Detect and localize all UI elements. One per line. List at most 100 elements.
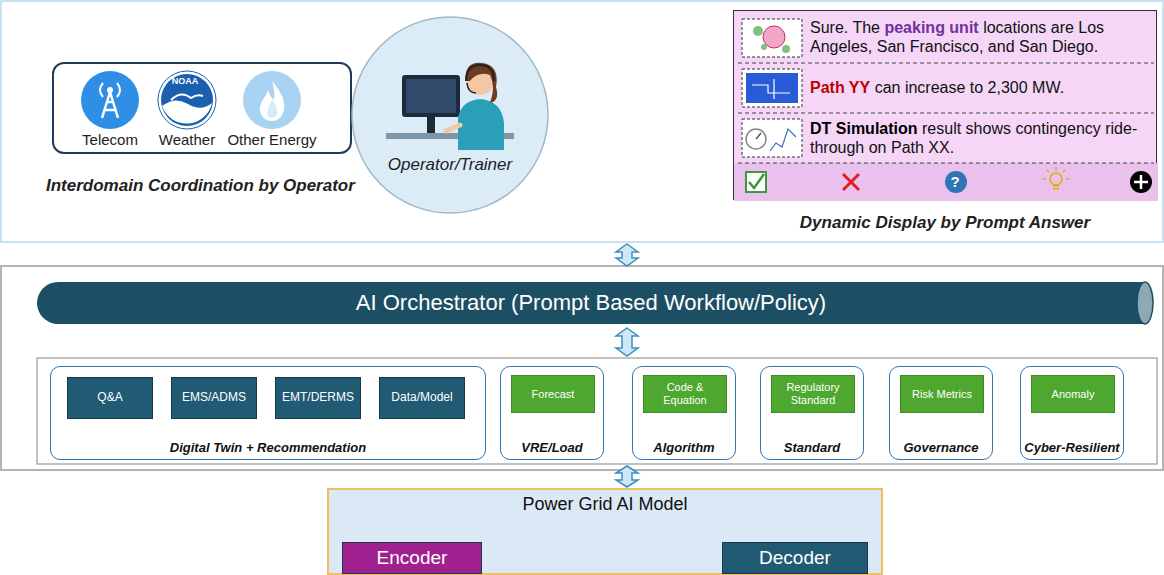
node-text: Digital Twin + Recommendation: [45, 440, 491, 455]
flame-symbol: [260, 81, 284, 121]
headset-mic: [467, 83, 476, 93]
node-text: Algorithm: [627, 440, 741, 455]
map-blob: [753, 26, 763, 36]
node-text: Data/Model: [391, 391, 452, 405]
double-arrow: [616, 328, 638, 356]
node-text: Governance: [884, 440, 998, 455]
icon-disc: [81, 71, 139, 129]
group-box: VRE/LoadForecast: [500, 366, 604, 460]
thumbnail: [742, 69, 802, 107]
function-box: Code & Equation: [643, 375, 727, 413]
decoder-box: Decoder: [722, 542, 868, 574]
map-blob: [782, 45, 790, 53]
operator-circle: Operator/Trainer: [350, 15, 550, 215]
node-text: Decoder: [759, 547, 831, 569]
map-region: [763, 26, 785, 48]
group-box: StandardRegulatory Standard: [760, 366, 864, 460]
node-text: Standard: [755, 440, 869, 455]
function-box: Regulatory Standard: [771, 375, 855, 413]
reject-icon: [843, 174, 859, 190]
person-body: [458, 99, 504, 150]
module-panel: [37, 358, 1157, 464]
idea-rays: [1043, 167, 1069, 189]
row-divider: [738, 163, 1154, 164]
antenna-dot: [107, 87, 113, 93]
headset: [466, 65, 494, 81]
node-text: Anomaly: [1052, 388, 1095, 401]
node-text: VRE/Load: [495, 440, 609, 455]
logo-text: NOAA: [172, 76, 199, 86]
node-text: Other Energy: [227, 131, 316, 148]
node-text: Weather: [159, 131, 215, 148]
help-icon-text: ?: [950, 173, 959, 190]
node-text: Q&A: [97, 391, 122, 405]
node-text: Cyber-Resilient: [1015, 440, 1129, 455]
signal-arcs: [100, 83, 120, 97]
group-box: Cyber-ResilientAnomaly: [1020, 366, 1124, 460]
add-icon: [1130, 171, 1152, 193]
node-text: Power Grid AI Model: [329, 494, 881, 515]
icon-disc: [243, 71, 301, 129]
node-art: [80, 70, 140, 130]
node-text: Regulatory Standard: [776, 381, 850, 406]
logo-disc: [161, 74, 213, 126]
model-box: Power Grid AI ModelEncoderDecoder: [327, 488, 883, 575]
node-text: Interdomain Coordination by Operator: [46, 176, 355, 196]
icon-group-box: Interdomain Coordination by OperatorTele…: [52, 62, 352, 154]
row-divider: [738, 63, 1154, 64]
orchestrator-bar: AI Orchestrator (Prompt Based Workflow/P…: [37, 282, 1145, 324]
top-panel: [1, 1, 1163, 242]
circle-ground: [352, 17, 548, 213]
tower-symbol: [102, 92, 118, 118]
help-icon: [945, 171, 967, 193]
accept-icon: [746, 172, 766, 192]
node-text: Forecast: [532, 388, 575, 401]
path-lines: [752, 79, 790, 99]
answer-row: Path YYcan increase to 2,300 MW.: [810, 63, 1150, 113]
plus-mark: [1134, 175, 1148, 189]
node-art: [242, 70, 302, 130]
answer-row: Sure. Thepeaking unitlocations are Los A…: [810, 11, 1150, 63]
node-art: [350, 15, 550, 215]
answer-text: Sure. Thepeaking unitlocations are Los A…: [810, 18, 1150, 56]
energy-icon: Other Energy: [242, 70, 302, 130]
double-arrow: [616, 244, 638, 266]
answer-text: DT Simulationresult shows contingency ri…: [810, 119, 1150, 157]
monitor-screen: [406, 79, 456, 113]
group-box: AlgorithmCode & Equation: [632, 366, 736, 460]
function-box: Risk Metrics: [900, 375, 984, 413]
function-box: Anomaly: [1031, 375, 1115, 413]
telecom-icon: Telecom: [80, 70, 140, 130]
node-text: Dynamic Display by Prompt Answer: [734, 213, 1156, 233]
answer-phrase: DT Simulation: [810, 120, 918, 137]
group-box: Digital Twin + RecommendationQ&AEMS/ADMS…: [50, 366, 486, 460]
double-arrow: [616, 466, 638, 487]
answer-phrase: can increase to 2,300 MW.: [875, 79, 1064, 96]
thumbnail: [742, 19, 802, 57]
node-text: EMS/ADMS: [182, 391, 246, 405]
path-chart: [746, 73, 798, 103]
flame-core: [267, 100, 277, 118]
node-text: EMT/DERMS: [282, 391, 354, 405]
bar-end: [1137, 282, 1153, 324]
thumbnail: [742, 119, 802, 157]
node-text: AI Orchestrator (Prompt Based Workflow/P…: [356, 290, 826, 316]
check-mark: [749, 174, 764, 188]
node-text: Operator/Trainer: [350, 155, 550, 175]
person-hair: [466, 63, 497, 103]
logo-bird: [171, 94, 203, 100]
module-box: EMT/DERMS: [275, 377, 361, 419]
node-text: Code & Equation: [648, 381, 722, 406]
node-text: Telecom: [82, 131, 138, 148]
row-divider: [738, 113, 1154, 114]
sim-curve: [770, 129, 796, 151]
module-box: EMS/ADMS: [171, 377, 257, 419]
logo-wave: [162, 100, 212, 123]
module-box: Q&A: [67, 377, 153, 419]
group-box: GovernanceRisk Metrics: [889, 366, 993, 460]
function-box: Forecast: [511, 375, 595, 413]
map-blob: [761, 44, 767, 50]
middle-panel: [1, 266, 1163, 470]
